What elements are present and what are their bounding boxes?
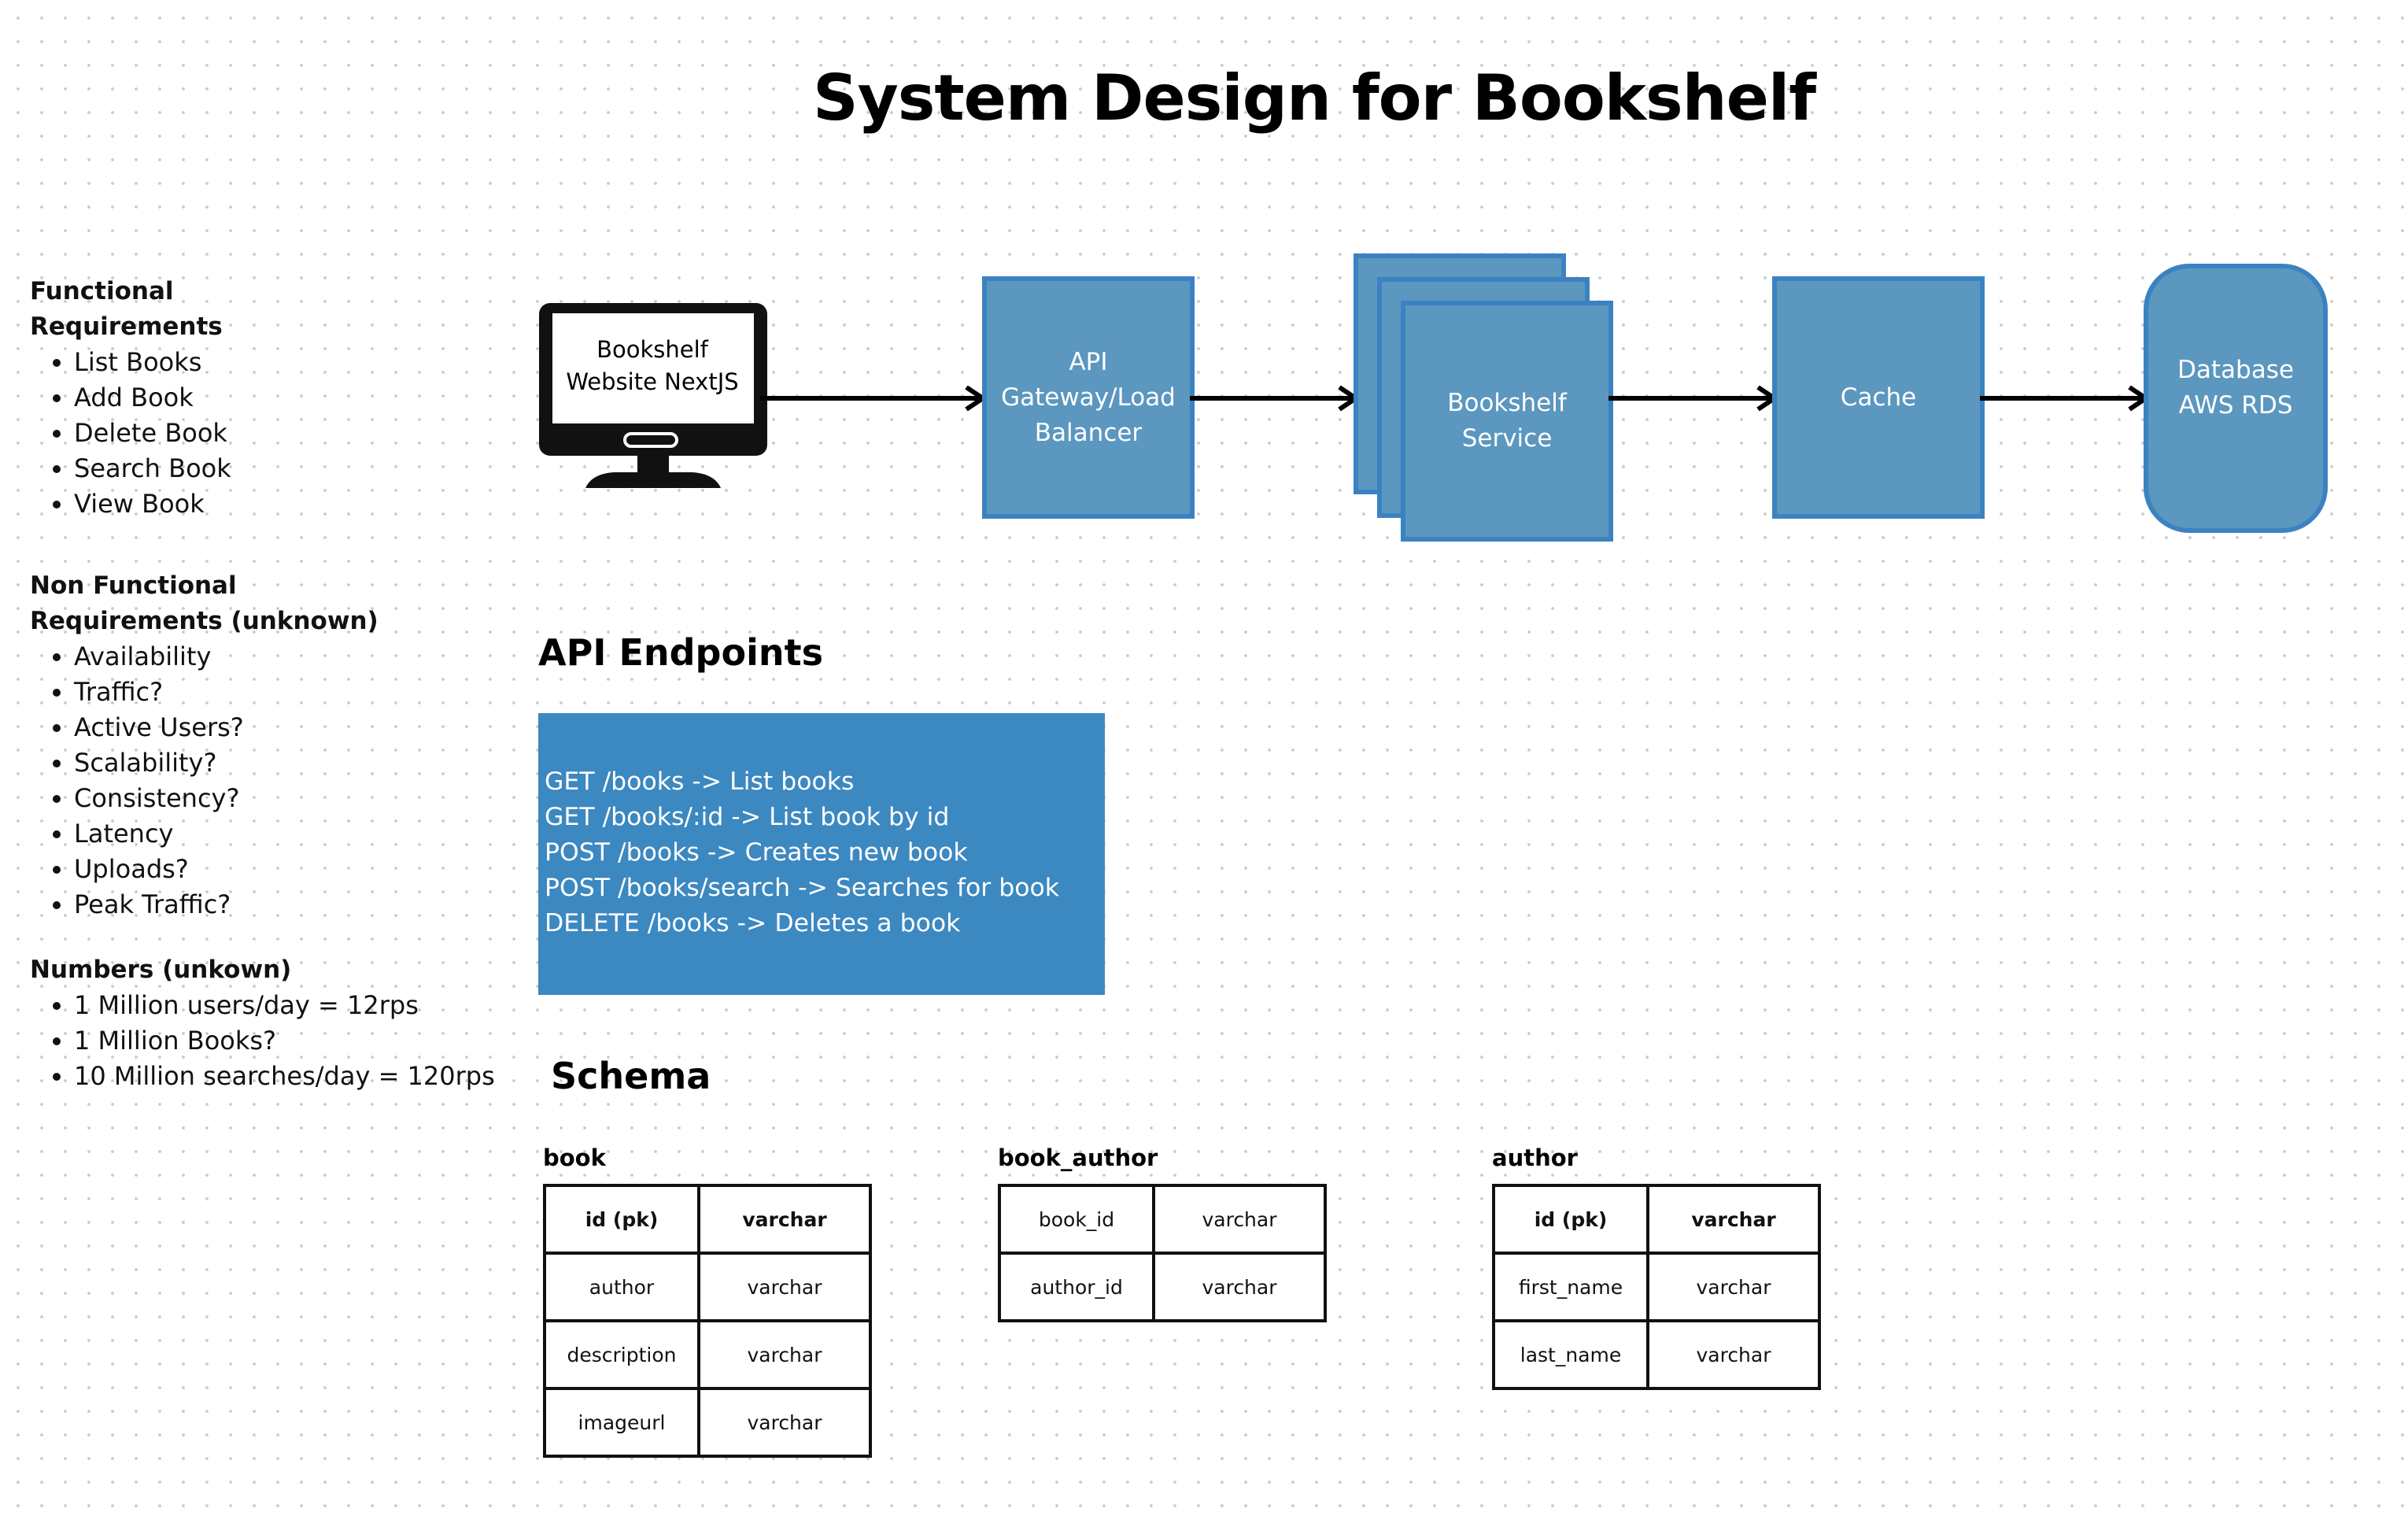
non-functional-requirements: Non Functional Requirements (unknown) Av…: [30, 568, 502, 923]
database-box: Database AWS RDS: [2144, 264, 2328, 533]
column-name: id (pk): [543, 1184, 700, 1255]
arrow-service-to-cache: [1608, 386, 1779, 411]
table-row: id (pk) varchar: [1492, 1184, 1821, 1255]
column-name: imageurl: [543, 1387, 700, 1458]
column-type: varchar: [697, 1252, 872, 1322]
column-name: book_id: [998, 1184, 1155, 1255]
table-row: first_name varchar: [1492, 1252, 1821, 1322]
numbers-list: 1 Million users/day = 12rps 1 Million Bo…: [30, 988, 502, 1094]
list-item: Active Users?: [74, 710, 502, 745]
non-functional-requirements-heading: Non Functional Requirements (unknown): [30, 571, 379, 635]
column-name: last_name: [1492, 1319, 1649, 1390]
list-item: 1 Million users/day = 12rps: [74, 988, 502, 1023]
table-row: author varchar: [543, 1252, 872, 1322]
column-type: varchar: [1152, 1252, 1327, 1322]
list-item: Uploads?: [74, 852, 502, 887]
list-item: View Book: [74, 486, 502, 522]
column-type: varchar: [697, 1184, 872, 1255]
functional-requirements: Functional Requirements List Books Add B…: [30, 274, 502, 522]
schema-heading: Schema: [551, 1055, 711, 1097]
column-type: varchar: [697, 1387, 872, 1458]
list-item: 1 Million Books?: [74, 1023, 502, 1059]
numbers-section: Numbers (unkown) 1 Million users/day = 1…: [30, 952, 502, 1094]
monitor-icon: [539, 303, 767, 488]
schema-table-book: id (pk) varchar author varchar descripti…: [543, 1184, 872, 1458]
list-item: Add Book: [74, 380, 502, 416]
table-row: imageurl varchar: [543, 1387, 872, 1458]
schema-table-book-author: book_id varchar author_id varchar: [998, 1184, 1327, 1322]
bookshelf-service-label: Bookshelf Service: [1447, 389, 1567, 453]
cache-label: Cache: [1840, 383, 1917, 412]
list-item: 10 Million searches/day = 120rps: [74, 1059, 502, 1094]
table-row: last_name varchar: [1492, 1319, 1821, 1390]
website-label: Bookshelf Website NextJS: [566, 336, 739, 395]
database-label: Database AWS RDS: [2177, 356, 2294, 420]
bookshelf-service-box: Bookshelf Service: [1401, 301, 1613, 542]
functional-requirements-heading: Functional Requirements: [30, 277, 223, 341]
functional-requirements-list: List Books Add Book Delete Book Search B…: [30, 345, 502, 522]
api-endpoint: GET /books/:id -> List book by id: [545, 803, 950, 831]
list-item: Search Book: [74, 451, 502, 486]
page-title: System Design for Bookshelf: [812, 61, 1816, 135]
api-endpoint: DELETE /books -> Deletes a book: [545, 909, 961, 937]
table-name-book: book: [543, 1144, 606, 1171]
column-type: varchar: [1646, 1319, 1821, 1390]
api-endpoints-box: GET /books -> List books GET /books/:id …: [538, 713, 1105, 995]
api-endpoint: POST /books/search -> Searches for book: [545, 874, 1060, 902]
column-name: author: [543, 1252, 700, 1322]
arrow-cache-to-database: [1980, 386, 2151, 411]
column-name: description: [543, 1319, 700, 1390]
cache-box: Cache: [1772, 276, 1985, 519]
arrow-website-to-gateway: [760, 386, 988, 411]
api-gateway-label: API Gateway/Load Balancer: [1001, 347, 1176, 447]
column-name: first_name: [1492, 1252, 1649, 1322]
column-name: id (pk): [1492, 1184, 1649, 1255]
table-row: description varchar: [543, 1319, 872, 1390]
column-name: author_id: [998, 1252, 1155, 1322]
table-name-author: author: [1492, 1144, 1578, 1171]
list-item: Consistency?: [74, 781, 502, 816]
column-type: varchar: [697, 1319, 872, 1390]
schema-table-author: id (pk) varchar first_name varchar last_…: [1492, 1184, 1821, 1390]
non-functional-requirements-list: Availability Traffic? Active Users? Scal…: [30, 639, 502, 923]
api-endpoint: GET /books -> List books: [545, 767, 855, 796]
table-row: id (pk) varchar: [543, 1184, 872, 1255]
numbers-heading: Numbers (unkown): [30, 956, 292, 984]
list-item: List Books: [74, 345, 502, 380]
table-row: book_id varchar: [998, 1184, 1327, 1255]
api-endpoint: POST /books -> Creates new book: [545, 838, 968, 867]
column-type: varchar: [1646, 1184, 1821, 1255]
api-gateway-box: API Gateway/Load Balancer: [982, 276, 1195, 519]
list-item: Scalability?: [74, 745, 502, 781]
list-item: Latency: [74, 816, 502, 852]
table-name-book-author: book_author: [998, 1144, 1158, 1171]
api-endpoints-heading: API Endpoints: [538, 631, 823, 674]
table-row: author_id varchar: [998, 1252, 1327, 1322]
list-item: Availability: [74, 639, 502, 675]
arrow-gateway-to-service: [1190, 386, 1361, 411]
list-item: Peak Traffic?: [74, 887, 502, 923]
column-type: varchar: [1152, 1184, 1327, 1255]
column-type: varchar: [1646, 1252, 1821, 1322]
list-item: Delete Book: [74, 416, 502, 451]
list-item: Traffic?: [74, 675, 502, 710]
